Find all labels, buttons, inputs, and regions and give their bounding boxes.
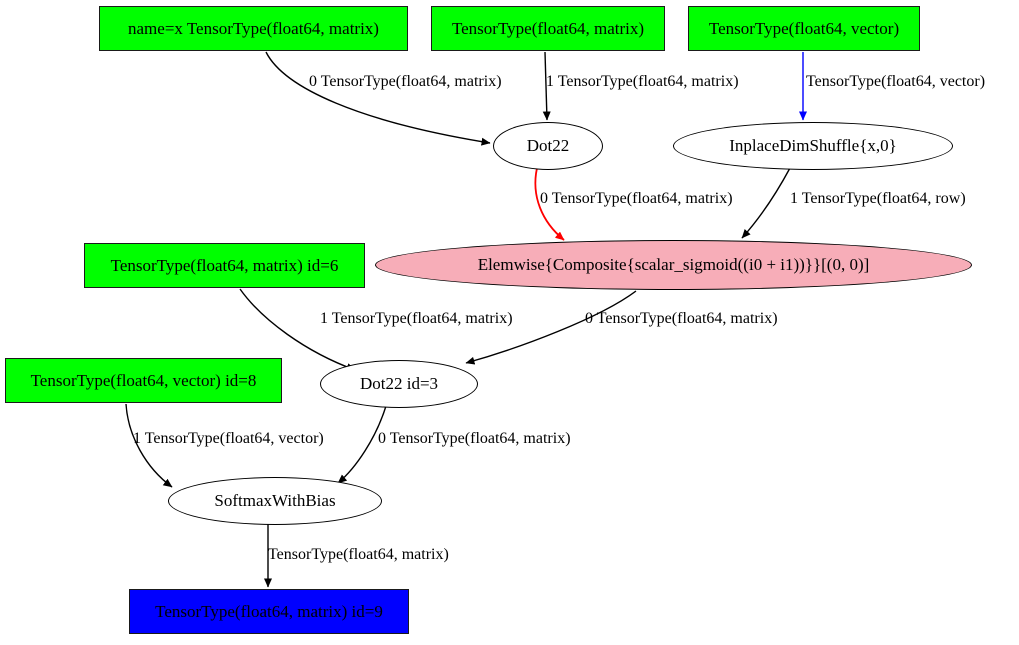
edge-label-w1-to-dot22: 1 TensorType(float64, matrix) bbox=[546, 73, 739, 90]
edge-dimshuffle-to-elemwise bbox=[741, 167, 791, 239]
node-label: TensorType(float64, vector) id=8 bbox=[30, 370, 257, 390]
node-label: Dot22 id=3 bbox=[359, 374, 439, 394]
node-label: Elemwise{Composite{scalar_sigmoid((i0 + … bbox=[477, 255, 870, 275]
node-op-inplace-dimshuffle[interactable]: InplaceDimShuffle{x,0} bbox=[673, 122, 953, 170]
edge-w2-to-dot22-id3 bbox=[239, 288, 356, 371]
edge-label-w2-to-dot22-id3: 1 TensorType(float64, matrix) bbox=[320, 310, 513, 327]
node-label: TensorType(float64, matrix) id=6 bbox=[110, 255, 339, 275]
node-op-dot22[interactable]: Dot22 bbox=[493, 122, 603, 170]
node-label: Dot22 bbox=[526, 136, 570, 156]
node-output-result[interactable]: TensorType(float64, matrix) id=9 bbox=[129, 589, 409, 634]
edge-label-dimshuffle-to-elemwise: 1 TensorType(float64, row) bbox=[790, 190, 966, 207]
node-input-x[interactable]: name=x TensorType(float64, matrix) bbox=[99, 6, 408, 51]
node-label: name=x TensorType(float64, matrix) bbox=[128, 18, 379, 38]
edge-label-dot22-to-elemwise: 0 TensorType(float64, matrix) bbox=[540, 190, 733, 207]
node-label: TensorType(float64, matrix) bbox=[451, 18, 645, 38]
edge-label-b2-to-softmax: 1 TensorType(float64, vector) bbox=[133, 430, 324, 447]
node-input-bias-1[interactable]: TensorType(float64, vector) bbox=[688, 6, 920, 51]
edge-label-elemwise-to-dot22-id3: 0 TensorType(float64, matrix) bbox=[585, 310, 778, 327]
edge-dot22-id3-to-softmax bbox=[337, 405, 387, 484]
edge-label-b1-to-dimshuffle: TensorType(float64, vector) bbox=[806, 73, 986, 90]
edge-b2-to-softmax bbox=[125, 403, 173, 488]
node-input-weights-1[interactable]: TensorType(float64, matrix) bbox=[431, 6, 665, 51]
edge-dot22-to-elemwise bbox=[534, 167, 565, 241]
edge-x-to-dot22 bbox=[265, 51, 491, 146]
node-input-weights-2[interactable]: TensorType(float64, matrix) id=6 bbox=[84, 243, 365, 288]
edge-w1-to-dot22 bbox=[542, 51, 551, 121]
edge-label-x-to-dot22: 0 TensorType(float64, matrix) bbox=[309, 73, 502, 90]
edge-elemwise-to-dot22-id3 bbox=[465, 290, 637, 365]
node-op-softmax-with-bias[interactable]: SoftmaxWithBias bbox=[168, 477, 382, 525]
node-op-dot22-id3[interactable]: Dot22 id=3 bbox=[320, 360, 478, 408]
node-label: InplaceDimShuffle{x,0} bbox=[729, 136, 897, 156]
node-label: SoftmaxWithBias bbox=[214, 491, 336, 511]
node-label: TensorType(float64, vector) bbox=[708, 18, 900, 38]
node-input-bias-2[interactable]: TensorType(float64, vector) id=8 bbox=[5, 358, 282, 403]
node-op-elemwise-composite[interactable]: Elemwise{Composite{scalar_sigmoid((i0 + … bbox=[375, 240, 972, 290]
edge-label-softmax-to-output: TensorType(float64, matrix) bbox=[268, 546, 449, 563]
node-label: TensorType(float64, matrix) id=9 bbox=[155, 601, 383, 621]
edge-label-dot22-id3-to-softmax: 0 TensorType(float64, matrix) bbox=[378, 430, 571, 447]
